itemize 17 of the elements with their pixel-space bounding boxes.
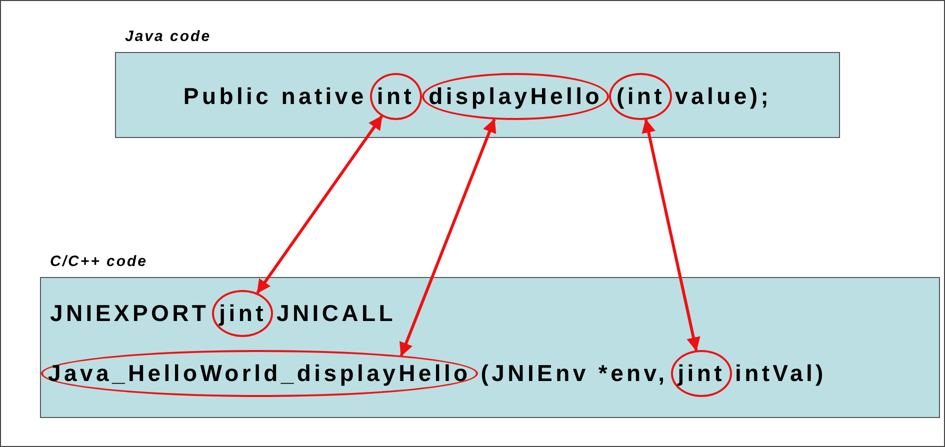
double-arrow [400,118,496,357]
double-arrow [256,115,384,294]
highlight-ellipse: Java_HelloWorld_displayHello [41,350,478,397]
section-heading: Java code [125,28,212,45]
code-text: intVal) [734,360,828,387]
double-arrow [642,118,700,352]
code-text: (JNIEnv *env, [480,360,669,387]
highlight-ellipse: int [370,73,422,120]
highlight-ellipse: jint [670,350,732,397]
highlight-ellipse: jint [212,290,274,337]
code-text: JNICALL [275,300,397,327]
code-text: JNIEXPORT [49,300,210,327]
highlight-ellipse: displayHello [422,73,610,120]
highlight-ellipse: (int [609,73,672,120]
code-text: value); [674,83,773,110]
section-heading: C/C++ code [50,253,148,270]
code-text: Public native [182,83,368,110]
